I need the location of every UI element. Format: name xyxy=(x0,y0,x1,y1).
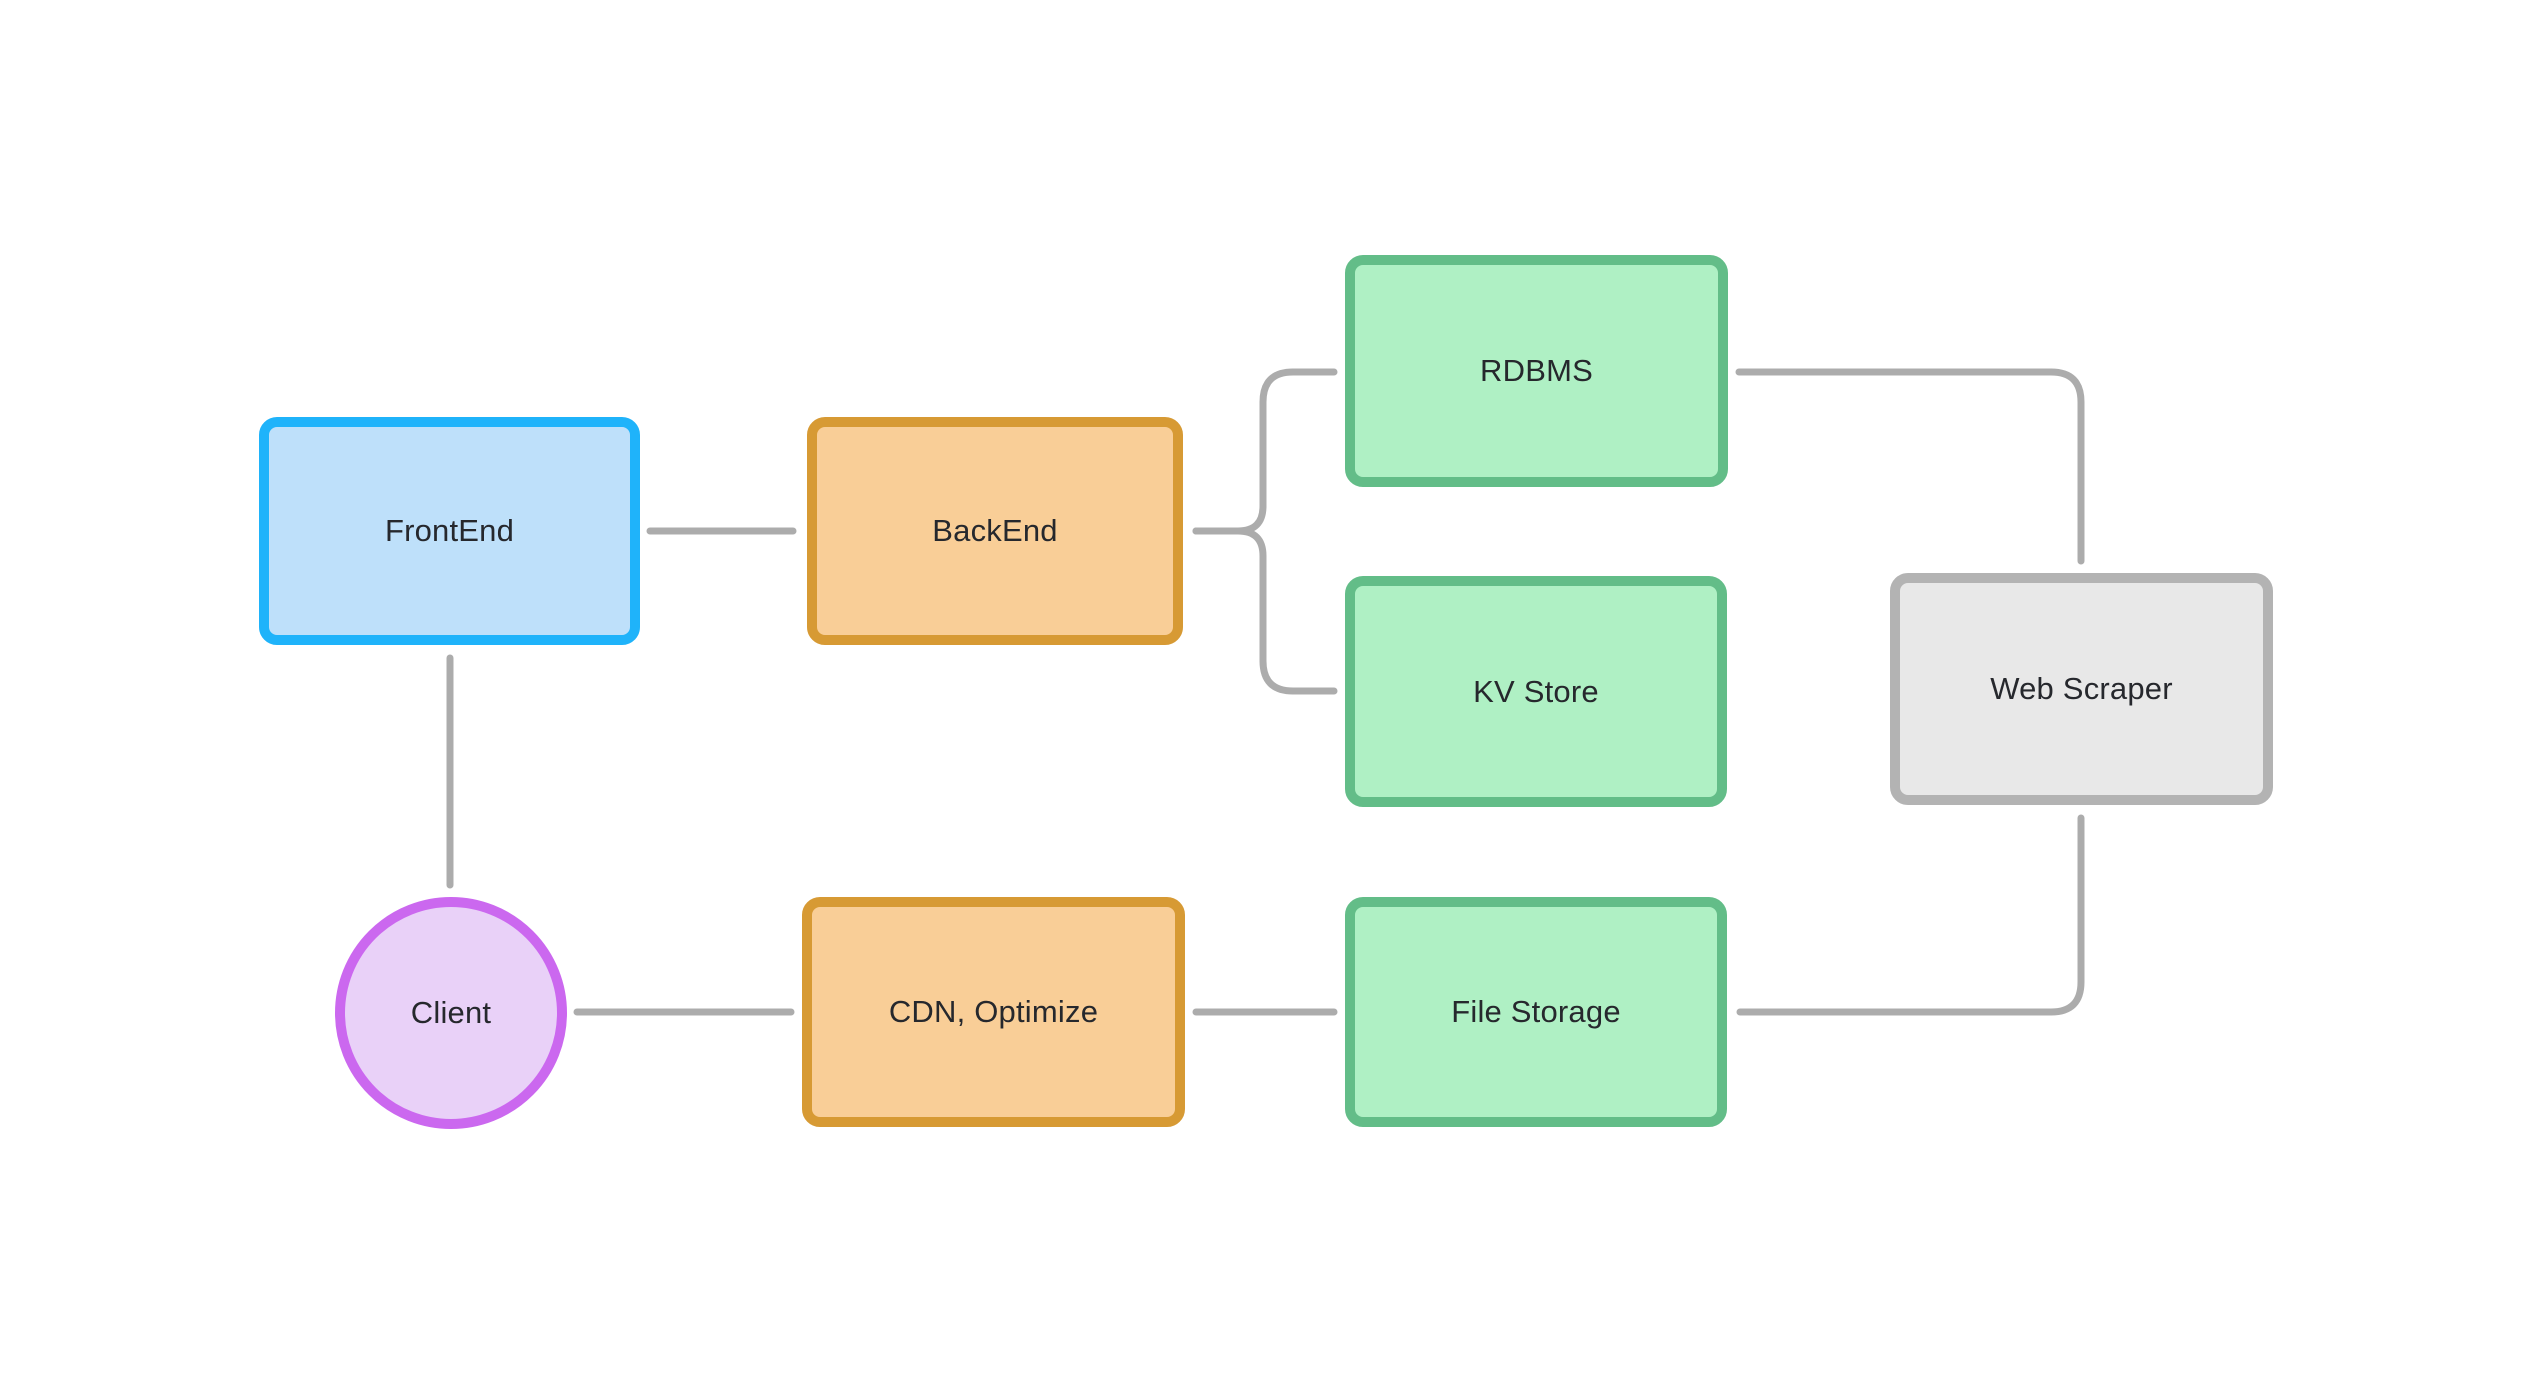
edge-file-storage-web-scraper[interactable] xyxy=(1736,814,2085,1016)
node-backend[interactable]: BackEnd xyxy=(807,417,1183,645)
edge-backend-kv-store[interactable] xyxy=(1192,527,1338,695)
node-file-storage[interactable]: File Storage xyxy=(1345,897,1727,1127)
node-cdn-optimize[interactable]: CDN, Optimize xyxy=(802,897,1185,1127)
node-rdbms[interactable]: RDBMS xyxy=(1345,255,1728,487)
node-frontend[interactable]: FrontEnd xyxy=(259,417,640,645)
node-client-label: Client xyxy=(410,995,492,1031)
node-backend-label: BackEnd xyxy=(932,513,1058,549)
node-rdbms-label: RDBMS xyxy=(1480,353,1593,389)
node-kv-store[interactable]: KV Store xyxy=(1345,576,1727,807)
node-frontend-label: FrontEnd xyxy=(384,513,515,549)
node-web-scraper[interactable]: Web Scraper xyxy=(1890,573,2273,805)
node-cdn-optimize-label: CDN, Optimize xyxy=(888,994,1099,1030)
node-file-storage-label: File Storage xyxy=(1451,994,1621,1030)
node-client[interactable]: Client xyxy=(335,897,567,1129)
node-web-scraper-label: Web Scraper xyxy=(1990,671,2173,707)
node-kv-store-label: KV Store xyxy=(1473,673,1599,709)
edge-backend-rdbms[interactable] xyxy=(1192,368,1338,535)
edge-rdbms-web-scraper[interactable] xyxy=(1735,368,2085,565)
